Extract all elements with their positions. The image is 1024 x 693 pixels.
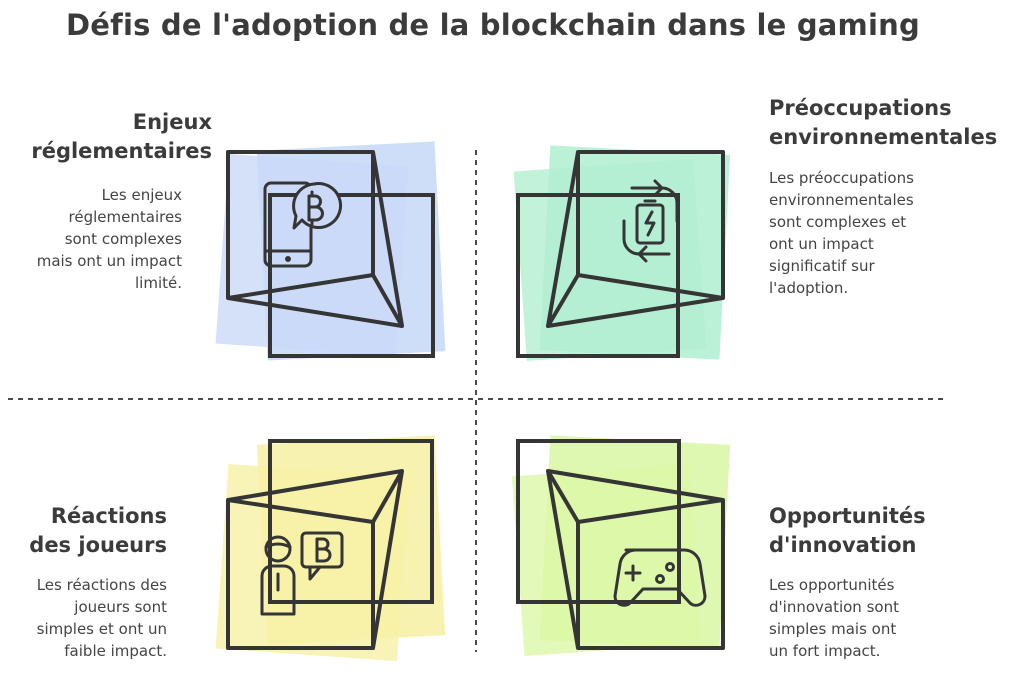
cube-player-reactions (215, 435, 446, 662)
cube-regulatory (215, 141, 446, 361)
cube-innovation (511, 435, 731, 656)
heading-innovation: Opportunités d'innovation (769, 504, 926, 557)
heading-player-reactions: Réactions des joueurs (29, 504, 167, 557)
phone-bitcoin-icon (263, 181, 343, 268)
page-title: Défis de l'adoption de la blockchain dan… (66, 8, 920, 42)
heading-environmental: Préoccupations environnementales (769, 96, 998, 149)
description-player-reactions: Les réactions des joueurs sont simples e… (36, 576, 167, 660)
cube-environmental (513, 145, 731, 362)
person-bitcoin-icon (260, 531, 344, 616)
gamepad-icon (613, 548, 707, 607)
description-environmental: Les préoccupations environnementales son… (769, 169, 914, 297)
heading-regulatory: Enjeux réglementaires (31, 110, 212, 163)
battery-cycle-icon (622, 179, 679, 263)
description-innovation: Les opportunités d'innovation sont simpl… (769, 576, 899, 660)
description-regulatory: Les enjeux réglementaires sont complexes… (36, 186, 182, 292)
